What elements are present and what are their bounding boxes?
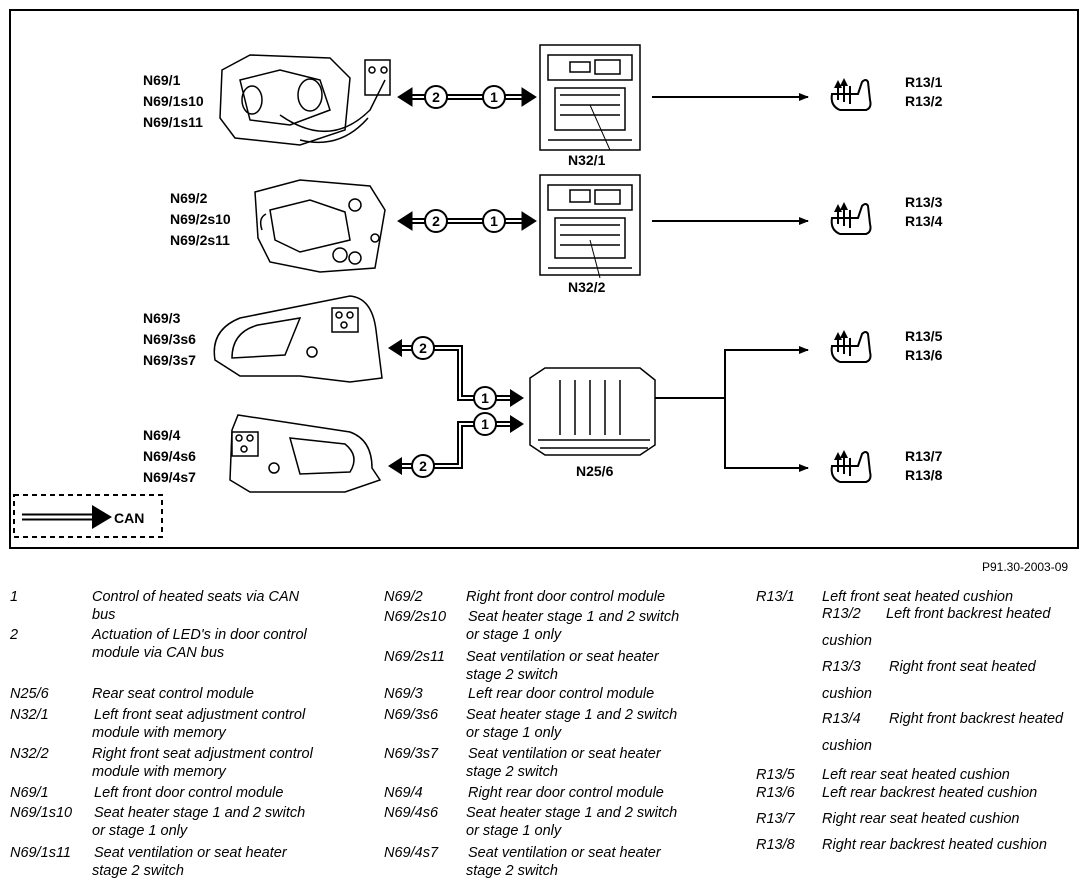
label-r13-7: R13/7 <box>905 448 943 464</box>
marker-2-circle <box>411 454 435 478</box>
diagram-frame <box>9 9 1079 549</box>
seat-module-n32-2-image <box>539 174 641 279</box>
label-r13-4: R13/4 <box>905 213 943 229</box>
can-legend-label: CAN <box>114 510 144 526</box>
door-module-n69-3-image <box>213 295 383 383</box>
marker-1-label: 1 <box>481 390 489 406</box>
label-r13-8: R13/8 <box>905 467 943 483</box>
marker-2-circle <box>424 85 448 109</box>
component-labels: N69/1 N69/1s10 N69/1s11 N69/2 N69/2s10 N… <box>143 72 943 485</box>
marker-2-label: 2 <box>432 89 440 105</box>
label-n32-2: N32/2 <box>568 279 606 295</box>
seat-heater-icon <box>830 201 872 235</box>
label-r13-1: R13/1 <box>905 74 943 90</box>
rear-module-n25-6-image <box>529 367 656 456</box>
can-link-n69-2-n32-2 <box>397 211 537 231</box>
marker-2-circle <box>424 209 448 233</box>
label-r13-3: R13/3 <box>905 194 943 210</box>
label-n69-2s11: N69/2s11 <box>170 232 230 248</box>
can-link-n69-1-n32-1 <box>397 87 537 107</box>
seat-heater-icon <box>830 77 872 111</box>
marker-2-circle <box>411 336 435 360</box>
marker-1-circle <box>473 412 497 436</box>
label-n25-6: N25/6 <box>576 463 614 479</box>
wiring-diagram: 2 1 2 1 2 1 1 2 CAN N69/1 N69/1s10 <box>9 9 1079 549</box>
label-r13-5: R13/5 <box>905 328 943 344</box>
label-n69-1: N69/1 <box>143 72 181 88</box>
label-n69-1s11: N69/1s11 <box>143 114 203 130</box>
label-n69-1s10: N69/1s10 <box>143 93 204 109</box>
door-module-n69-1-image <box>219 54 391 146</box>
seat-module-n32-1-image <box>539 44 641 151</box>
marker-2-label: 2 <box>419 340 427 356</box>
marker-2-label: 2 <box>419 458 427 474</box>
marker-1-label: 1 <box>481 416 489 432</box>
seat-heater-icon <box>830 449 872 483</box>
label-r13-6: R13/6 <box>905 347 943 363</box>
marker-1-label: 1 <box>490 213 498 229</box>
marker-1-circle <box>482 209 506 233</box>
can-link-n69-4-n25-6 <box>388 415 524 475</box>
door-module-n69-2-image <box>254 179 386 273</box>
can-link-n69-3-n25-6 <box>388 339 524 407</box>
marker-1-circle <box>482 85 506 109</box>
label-n69-4: N69/4 <box>143 427 181 443</box>
marker-1-circle <box>473 386 497 410</box>
marker-1-label: 1 <box>490 89 498 105</box>
marker-2-label: 2 <box>432 213 440 229</box>
label-n32-1: N32/1 <box>568 152 606 168</box>
door-module-n69-4-image <box>229 414 382 493</box>
label-n69-3s6: N69/3s6 <box>143 331 196 347</box>
label-r13-2: R13/2 <box>905 93 943 109</box>
label-n69-2s10: N69/2s10 <box>170 211 231 227</box>
can-legend-box: CAN <box>13 494 163 538</box>
seat-heater-icon <box>830 329 872 363</box>
label-n69-3s7: N69/3s7 <box>143 352 196 368</box>
label-n69-2: N69/2 <box>170 190 208 206</box>
label-n69-4s7: N69/4s7 <box>143 469 196 485</box>
label-n69-3: N69/3 <box>143 310 181 326</box>
output-lines <box>652 93 809 472</box>
figure-reference: P91.30-2003-09 <box>982 560 1069 574</box>
label-n69-4s6: N69/4s6 <box>143 448 196 464</box>
